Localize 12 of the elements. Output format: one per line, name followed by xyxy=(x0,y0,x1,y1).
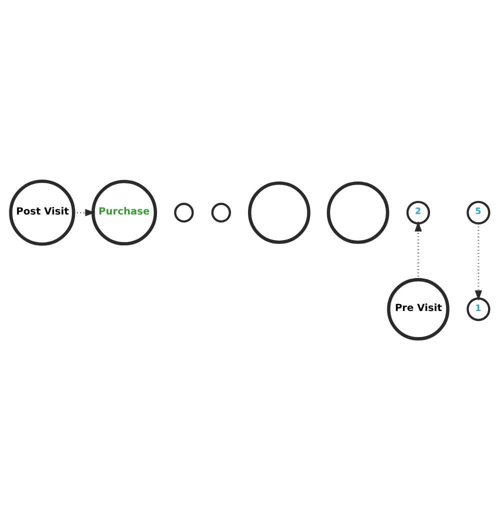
node-circle: Pre Visit xyxy=(387,278,450,340)
node-circle xyxy=(326,180,390,244)
node-circle: Purchase xyxy=(91,179,158,245)
node-circle: 2 xyxy=(406,200,430,224)
node-circle xyxy=(211,202,232,222)
arrow xyxy=(414,220,422,280)
arrow xyxy=(474,223,482,300)
node-circle: 5 xyxy=(466,200,490,224)
node-circle xyxy=(248,180,310,244)
node-circle: 1 xyxy=(466,296,490,321)
node-circle: Post Visit xyxy=(9,179,76,246)
node-circle xyxy=(174,202,194,222)
